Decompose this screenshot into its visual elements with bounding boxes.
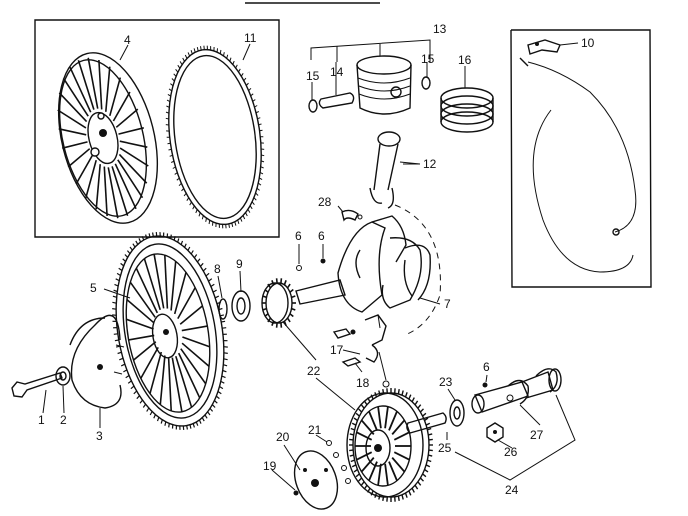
callout-3: 3 [96, 429, 103, 443]
callout-23: 23 [439, 375, 453, 389]
part-5-flywheel [112, 232, 228, 430]
callout-labels: 1 2 3 4 5 6 6 6 7 8 9 10 11 12 13 14 15 … [38, 22, 595, 497]
part-10-breather-tube [519, 39, 637, 273]
part-13-piston-assembly [310, 39, 431, 115]
part-22-crank-gear [261, 278, 296, 328]
callout-16: 16 [458, 53, 472, 67]
breather-inset-box [510, 29, 652, 288]
callout-24: 24 [505, 483, 519, 497]
part-11-ring-gear [165, 45, 265, 229]
part-4-fan-flywheel [57, 52, 159, 224]
callout-28: 28 [318, 195, 332, 209]
callout-7: 7 [444, 297, 451, 311]
callout-15-left: 15 [306, 69, 320, 83]
callout-6-cam: 6 [483, 360, 490, 374]
part-17-rod-cap [332, 314, 390, 388]
callout-4: 4 [124, 33, 131, 47]
callout-13: 13 [433, 22, 447, 36]
part-12-connecting-rod [369, 131, 421, 209]
part-28-dipper [341, 209, 363, 222]
part-23-washer [449, 399, 465, 427]
part-21-balls [326, 440, 351, 484]
callout-19: 19 [263, 459, 277, 473]
callout-21: 21 [308, 423, 322, 437]
part-15-pin-clips [308, 76, 431, 113]
callout-1: 1 [38, 413, 45, 427]
part-7-crankshaft [295, 204, 441, 336]
part-16-piston-rings [440, 87, 494, 133]
callout-2: 2 [60, 413, 67, 427]
leader-lines [42, 42, 579, 491]
part-14-piston-pin [318, 92, 355, 109]
callout-8: 8 [214, 262, 221, 276]
callout-15-right: 15 [421, 52, 435, 66]
part-20-thrust-plate [293, 450, 339, 510]
part-2-washer [55, 366, 71, 386]
part-3-starter-cup [69, 314, 125, 409]
callout-11: 11 [244, 31, 257, 45]
part-9-spacer [231, 290, 251, 322]
callout-17: 17 [330, 343, 344, 357]
part-27-camshaft [471, 368, 562, 414]
callout-18: 18 [356, 376, 370, 390]
callout-26: 26 [504, 445, 518, 459]
part-26-nut [486, 422, 504, 443]
callout-12: 12 [423, 157, 437, 171]
part-25-cam-pin [406, 412, 447, 434]
callout-25: 25 [438, 441, 452, 455]
flywheel-inset-box [34, 19, 280, 238]
part-24-camshaft-gear [346, 388, 433, 502]
callout-10: 10 [581, 36, 595, 50]
part-1-bolt [11, 372, 63, 398]
part-18-screw [341, 357, 362, 367]
part-8-key [218, 298, 228, 320]
callout-6-right: 6 [318, 229, 325, 243]
part-19-pin [293, 490, 299, 496]
callout-27: 27 [530, 428, 544, 442]
callout-20: 20 [276, 430, 290, 444]
part-6-plugs [296, 258, 488, 388]
callout-5: 5 [90, 281, 97, 295]
callout-22: 22 [307, 364, 321, 378]
callout-9: 9 [236, 257, 243, 271]
callout-6-left: 6 [295, 229, 302, 243]
callout-14: 14 [330, 65, 344, 79]
